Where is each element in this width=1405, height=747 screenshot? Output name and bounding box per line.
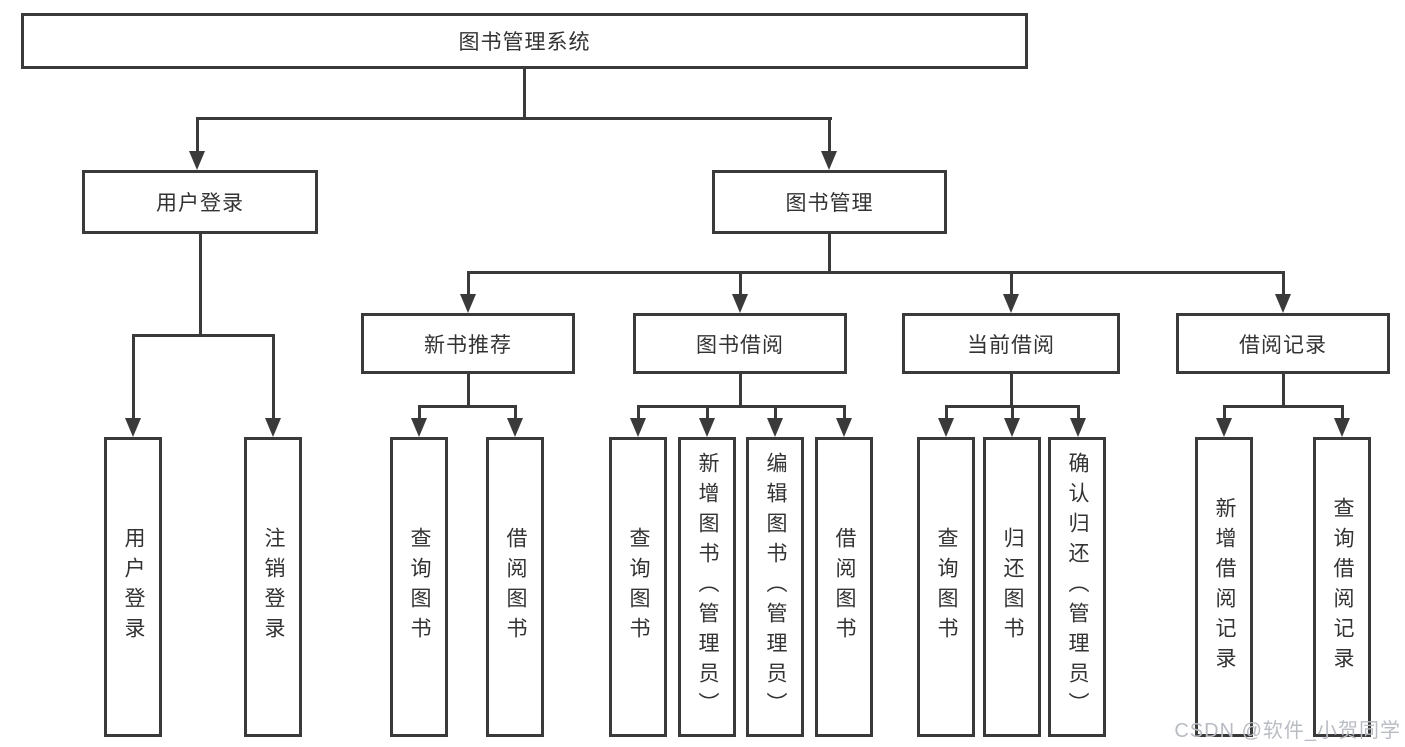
leaf-query-books-recommend: 查询图书	[390, 437, 448, 737]
leaf-borrow-books: 借阅图书	[815, 437, 873, 737]
leaf-label: 查询图书	[935, 527, 958, 647]
leaf-label: 查询图书	[627, 527, 650, 647]
arrow-down-icon	[507, 418, 523, 437]
connector-user-login-stem	[199, 233, 202, 336]
node-label: 借阅记录	[1239, 333, 1327, 357]
node-label: 图书管理系统	[458, 31, 591, 54]
arrow-down-icon	[836, 418, 852, 437]
arrow-down-icon	[265, 418, 281, 437]
connector-level3-bus	[467, 271, 1284, 274]
node-book-management: 图书管理	[712, 170, 947, 234]
connector-drop-leaf-logout	[272, 334, 275, 421]
connector-new-book-bus	[418, 405, 517, 408]
leaf-label: 新增借阅记录	[1213, 497, 1236, 677]
leaf-label: 归还图书	[1001, 527, 1024, 647]
connector-drop-book-borrow	[739, 271, 742, 298]
node-label: 新书推荐	[424, 333, 512, 357]
node-library-management-system: 图书管理系统	[21, 13, 1028, 69]
connector-drop	[514, 405, 517, 421]
leaf-borrow-books-recommend: 借阅图书	[486, 437, 544, 737]
leaf-confirm-return-admin: 确认归还（管理员）	[1048, 437, 1106, 737]
connector-drop	[1011, 405, 1014, 421]
leaf-label: 编辑图书（管理员）	[764, 452, 787, 722]
connector-drop	[1223, 405, 1226, 421]
leaf-label: 借阅图书	[504, 527, 527, 647]
connector-drop	[843, 405, 846, 421]
node-label: 图书借阅	[696, 333, 784, 357]
leaf-label: 确认归还（管理员）	[1066, 452, 1089, 722]
connector-drop-new-book	[467, 271, 470, 298]
connector-drop	[1341, 405, 1344, 421]
leaf-add-books-admin: 新增图书（管理员）	[678, 437, 736, 737]
leaf-edit-books-admin: 编辑图书（管理员）	[746, 437, 804, 737]
connector-book-borrow-stem	[739, 373, 742, 408]
node-book-borrowing: 图书借阅	[633, 313, 847, 374]
arrow-down-icon	[1003, 294, 1019, 313]
connector-user-login-bus	[132, 334, 275, 337]
node-label: 用户登录	[156, 192, 244, 215]
connector-root-bus	[196, 117, 832, 120]
node-user-login: 用户登录	[82, 170, 318, 234]
connector-drop	[637, 405, 640, 421]
connector-book-management-stem	[828, 233, 831, 274]
leaf-label: 查询图书	[408, 527, 431, 647]
leaf-logout: 注销登录	[244, 437, 302, 737]
leaf-label: 查询借阅记录	[1331, 497, 1354, 677]
connector-drop-current-borrow	[1010, 271, 1013, 298]
leaf-return-books: 归还图书	[983, 437, 1041, 737]
connector-drop	[706, 405, 709, 421]
arrow-down-icon	[460, 294, 476, 313]
csdn-watermark: CSDN @软件_小贺同学	[1174, 720, 1401, 742]
connector-drop	[418, 405, 421, 421]
arrow-down-icon	[411, 418, 427, 437]
connector-borrow-records-bus	[1223, 405, 1344, 408]
connector-book-borrow-bus	[637, 405, 846, 408]
node-label: 当前借阅	[967, 333, 1055, 357]
connector-borrow-records-stem	[1282, 373, 1285, 408]
arrow-down-icon	[630, 418, 646, 437]
leaf-query-books-borrow: 查询图书	[609, 437, 667, 737]
connector-drop-book-management	[828, 117, 831, 154]
arrow-down-icon	[1004, 418, 1020, 437]
arrow-down-icon	[938, 418, 954, 437]
leaf-query-books-current: 查询图书	[917, 437, 975, 737]
arrow-down-icon	[1070, 418, 1086, 437]
arrow-down-icon	[732, 294, 748, 313]
arrow-down-icon	[767, 418, 783, 437]
arrow-down-icon	[189, 151, 205, 170]
arrow-down-icon	[699, 418, 715, 437]
node-borrowing-records: 借阅记录	[1176, 313, 1390, 374]
arrow-down-icon	[125, 418, 141, 437]
node-current-borrowing: 当前借阅	[902, 313, 1120, 374]
arrow-down-icon	[1334, 418, 1350, 437]
leaf-add-borrow-record: 新增借阅记录	[1195, 437, 1253, 737]
connector-new-book-stem	[467, 373, 470, 408]
connector-drop-leaf-login	[132, 334, 135, 421]
connector-drop	[774, 405, 777, 421]
leaf-label: 注销登录	[262, 527, 285, 647]
arrow-down-icon	[1216, 418, 1232, 437]
connector-drop	[1077, 405, 1080, 421]
connector-drop-user-login	[196, 117, 199, 154]
node-label: 图书管理	[785, 192, 874, 215]
arrow-down-icon	[1275, 294, 1291, 313]
node-new-book-recommendation: 新书推荐	[361, 313, 575, 374]
connector-current-borrow-stem	[1010, 373, 1013, 408]
leaf-user-login: 用户登录	[104, 437, 162, 737]
leaf-label: 借阅图书	[833, 527, 856, 647]
leaf-label: 新增图书（管理员）	[696, 452, 719, 722]
connector-drop	[945, 405, 948, 421]
leaf-label: 用户登录	[122, 527, 145, 647]
leaf-query-borrow-record: 查询借阅记录	[1313, 437, 1371, 737]
connector-drop-borrow-records	[1282, 271, 1285, 298]
arrow-down-icon	[821, 151, 837, 170]
connector-root-stem	[523, 68, 526, 120]
